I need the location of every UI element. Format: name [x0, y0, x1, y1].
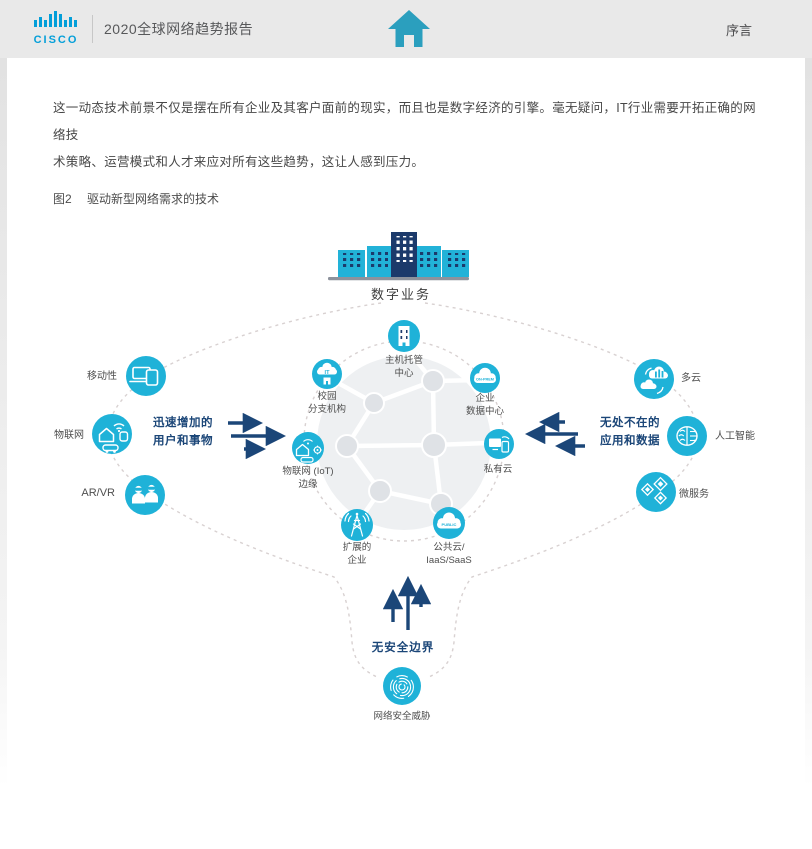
- node-label-line: 主机托管: [384, 355, 423, 366]
- node-label-line: 企业: [347, 554, 367, 566]
- label-digital-business: 数字业务: [370, 287, 431, 302]
- label-ai: 人工智能: [715, 431, 755, 442]
- colocation-building-icon: [388, 320, 420, 352]
- flow-text-line: 用户和事物: [153, 435, 213, 447]
- label-arvr: AR/VR: [81, 487, 115, 499]
- onprem-icon-text: ON-PREM: [476, 378, 494, 382]
- globe-graphic: [317, 343, 491, 530]
- public-icon-text: PUBLIC: [442, 522, 457, 527]
- paragraph-line: 术策略、运营模式和人才来应对所有这些趋势，这让人感到压力。: [53, 155, 425, 169]
- node-label-line: 数据中心: [465, 405, 504, 417]
- document-title: 2020全球网络趋势报告: [104, 21, 254, 37]
- home-icon[interactable]: [387, 9, 431, 49]
- ai-brain-icon: [667, 416, 707, 456]
- arvr-headset-icon: [125, 475, 165, 515]
- private-cloud-icon: [484, 429, 514, 459]
- label-no-security-perimeter: 无安全边界: [371, 642, 435, 654]
- node-label-line: IaaS/SaaS: [426, 554, 472, 566]
- cisco-logo-bars: [34, 11, 77, 27]
- figure-caption-label: 图2: [53, 192, 72, 206]
- node-label-line: 边缘: [298, 478, 318, 490]
- label-iot: 物联网: [54, 430, 84, 441]
- node-label-line: 物联网 (IoT): [282, 466, 334, 477]
- campus-icon-text: IT: [325, 370, 331, 376]
- node-label-line: 私有云: [483, 464, 513, 475]
- fingerprint-icon: [383, 667, 421, 705]
- node-label-line: 扩展的: [342, 542, 372, 553]
- label-multicloud: 多云: [681, 373, 701, 384]
- flow-text-line: 无处不在的: [600, 417, 660, 429]
- mobility-devices-icon: [126, 356, 166, 396]
- intro-paragraph: 这一动态技术前景不仅是摆在所有企业及其客户面前的现实，而且也是数字经济的引擎。毫…: [53, 95, 767, 176]
- node-label-line: 企业: [475, 393, 495, 404]
- paragraph-line: 这一动态技术前景不仅是摆在所有企业及其客户面前的现实，而且也是数字经济的引擎。毫…: [53, 101, 756, 142]
- header-bar: CISCO 2020全球网络趋势报告 序言: [0, 0, 812, 58]
- iot-edge-icon: [292, 432, 324, 464]
- label-mobility: 移动性: [87, 371, 117, 382]
- flow-arrows: [228, 411, 585, 630]
- node-label-public-cloud: 公共云/ IaaS/SaaS: [404, 542, 494, 567]
- node-label-line: 公共云/: [433, 542, 465, 553]
- page-edge-left: [0, 58, 7, 788]
- node-label-iot-edge: 物联网 (IoT) 边缘: [263, 466, 353, 491]
- onprem-cloud-icon: ON-PREM: [470, 363, 500, 393]
- label-cyber-threat: 网络安全威胁: [373, 711, 431, 722]
- header-divider: [92, 15, 93, 43]
- flow-text-left: 迅速增加的 用户和事物: [153, 414, 213, 450]
- radio-tower-icon: [341, 509, 373, 541]
- cisco-logo-wordmark: CISCO: [33, 34, 79, 46]
- figure-caption-text: 驱动新型网络需求的技术: [87, 192, 220, 206]
- node-label-private-cloud: 私有云: [453, 464, 543, 477]
- node-label-line: 中心: [394, 367, 414, 379]
- flow-text-right: 无处不在的 应用和数据: [600, 414, 660, 450]
- campus-cloud-icon: IT: [312, 359, 342, 389]
- public-cloud-icon: PUBLIC: [433, 507, 465, 539]
- node-label-campus: 校园 分支机构: [282, 391, 372, 416]
- flow-text-line: 应用和数据: [600, 435, 660, 447]
- label-microservices: 微服务: [679, 489, 709, 500]
- iot-things-icon: [92, 414, 132, 454]
- node-label-colocation: 主机托管 中心: [359, 355, 449, 380]
- cisco-logo: CISCO: [26, 11, 86, 46]
- node-label-line: 校园: [317, 391, 337, 402]
- node-label-line: 分支机构: [307, 403, 346, 415]
- flow-text-line: 迅速增加的: [153, 417, 213, 429]
- figure-caption: 图2 驱动新型网络需求的技术: [53, 190, 219, 207]
- nav-section-link[interactable]: 序言: [725, 22, 752, 38]
- buildings-icon: [328, 232, 469, 281]
- microservices-icon: [636, 472, 676, 512]
- network-drivers-diagram: IT ON-PREM: [92, 232, 707, 705]
- node-label-extended-enterprise: 扩展的 企业: [312, 542, 402, 567]
- node-label-enterprise-dc: 企业 数据中心: [440, 393, 530, 418]
- multicloud-icon: [634, 359, 674, 399]
- page-edge-right: [805, 58, 812, 788]
